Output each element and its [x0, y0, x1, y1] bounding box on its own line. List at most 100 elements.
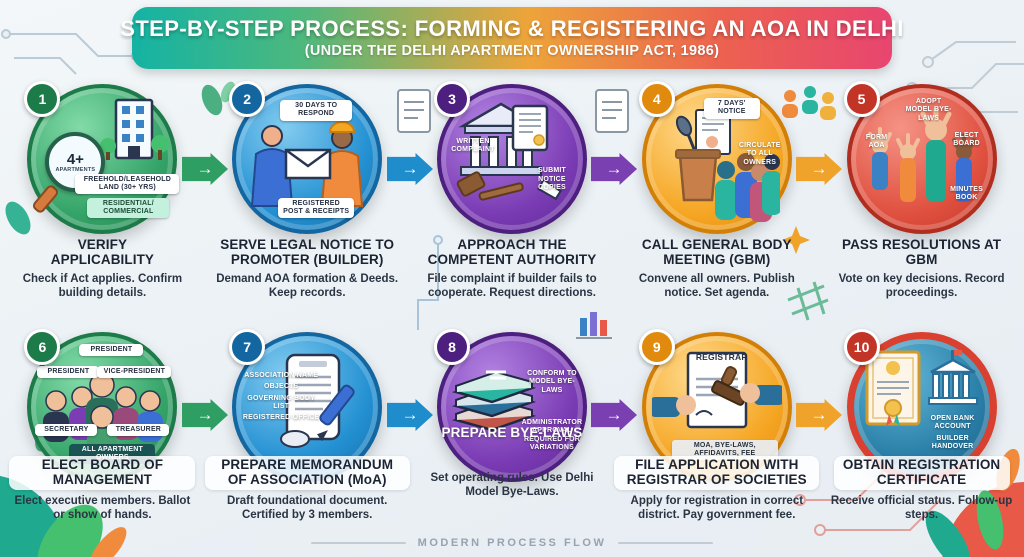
step-10-label-bank: OPEN BANK ACCOUNT	[930, 415, 975, 431]
page-title: STEP-BY-STEP PROCESS: FORMING & REGISTER…	[120, 15, 904, 41]
step-4: 4 7 DAYS' NOTICE	[614, 81, 819, 300]
step-7-label-governing: GOVERNING BODY LIST	[247, 394, 316, 410]
step-5-label-form-aoa: FORM AOA	[865, 134, 888, 150]
footer: MODERN PROCESS FLOW	[0, 537, 1024, 549]
step-3-title: APPROACH THE COMPETENT AUTHORITY	[427, 237, 597, 267]
steps-row-2: 6 PRESIDENT PRESIDENT VICE-PRESIDENT SEC…	[0, 329, 1024, 522]
step-2-title: SERVE LEGAL NOTICE TO PROMOTER (BUILDER)	[220, 237, 395, 267]
step-10-number-badge: 10	[843, 329, 880, 365]
circuit-lines-green-hash	[787, 281, 829, 321]
step-10: 10	[819, 329, 1024, 522]
step-5-label-elect: ELECT BOARD	[953, 132, 980, 148]
step-4-number-badge: 4	[638, 81, 675, 117]
arrow-icon: →	[401, 405, 419, 424]
step-2-label-respond: 30 DAYS TO RESPOND	[280, 100, 353, 121]
step-6: 6 PRESIDENT PRESIDENT VICE-PRESIDENT SEC…	[0, 329, 205, 522]
step-4-description: Convene all owners. Publish notice. Set …	[638, 272, 795, 299]
step-1-description: Check if Act applies. Confirm building d…	[22, 272, 183, 299]
step-6-label-secretary: SECRETARY	[35, 423, 98, 436]
step-3-number-badge: 3	[433, 81, 470, 117]
step-4-label-circulate: CIRCULATE TO ALL OWNERS	[738, 142, 781, 166]
arrow-icon: →	[810, 405, 828, 424]
step-9-description: Apply for registration in correct distri…	[630, 494, 804, 521]
step-8: 8 CONFORM TO MODEL BYE-LAWS ADMINISTRATO…	[410, 329, 615, 522]
step-7-description: Draft foundational document. Certified b…	[227, 494, 388, 521]
step-1-label-residential: RESIDENTIAL/ COMMERCIAL	[87, 197, 170, 218]
certificate-bank-icon	[865, 349, 978, 426]
bar-chart-icon	[576, 312, 612, 339]
header-banner: STEP-BY-STEP PROCESS: FORMING & REGISTER…	[120, 7, 903, 69]
step-5-description: Vote on key decisions. Record proceeding…	[838, 272, 1005, 299]
circuit-lines-mid-left	[417, 235, 443, 330]
notice-handover-icon	[251, 120, 364, 207]
stamp-application-icon	[651, 352, 782, 429]
step-6-number-badge: 6	[24, 329, 61, 365]
step-9-label-registrar: REGISTRAR	[695, 352, 748, 362]
step-9-number-badge: 9	[638, 329, 675, 365]
step-7: 7 ASSOCIATION NAME OBJECTS GOVE	[204, 329, 410, 522]
step-6-label-president: PRESIDENT	[37, 366, 100, 379]
step-8-title: PREPARE BYE-LAWS	[441, 425, 583, 440]
step-10-description: Receive official status. Follow-up steps…	[830, 494, 1013, 521]
arrow-icon: →	[196, 159, 214, 178]
step-9: 9 REGISTRAR MOA, BYE-LAWS, AFFIDAVITS, F…	[614, 329, 820, 522]
step-10-label-handover: BUILDER HANDOVER	[931, 434, 974, 450]
step-6-label-treasurer: TREASURER	[107, 423, 170, 436]
step-5-title: PASS RESOLUTIONS AT GBM	[841, 237, 1002, 267]
step-3: 3	[410, 81, 615, 300]
step-1-title: VERIFY APPLICABILITY	[50, 237, 155, 267]
step-1-number-badge: 1	[24, 81, 61, 117]
step-9-circle: REGISTRAR MOA, BYE-LAWS, AFFIDAVITS, FEE	[641, 332, 792, 482]
apartments-count: 4+	[66, 150, 84, 168]
step-7-title: PREPARE MEMORANDUM OF ASSOCIATION (MoA)	[204, 456, 410, 490]
step-7-label-name: ASSOCIATION NAME	[244, 372, 319, 379]
arrow-icon: →	[196, 405, 214, 424]
step-8-label-conform: CONFORM TO MODEL BYE-LAWS	[527, 370, 577, 394]
footer-divider-right	[618, 542, 714, 544]
step-6-label-vice-president: VICE-PRESIDENT	[97, 366, 172, 379]
step-6-label-president-top: PRESIDENT	[79, 344, 144, 357]
steps-row-1: 1 4+ APARTMENTS	[0, 81, 1024, 300]
footer-label: MODERN PROCESS FLOW	[417, 537, 607, 549]
apartments-caption: APARTMENTS	[55, 166, 96, 173]
leaf-blob-bottom-left	[0, 475, 127, 557]
step-2-description: Demand AOA formation & Deeds. Keep recor…	[216, 272, 399, 299]
document-icon-top-1	[397, 89, 431, 133]
page-subtitle: (UNDER THE DELHI APARTMENT OWNERSHIP ACT…	[304, 43, 720, 60]
arrow-icon: →	[810, 159, 828, 178]
step-5-label-minutes: MINUTES BOOK	[950, 185, 984, 201]
step-7-label-stack: ASSOCIATION NAME OBJECTS GOVERNING BODY …	[242, 372, 320, 422]
step-2: 2 30 DAYS TO RESPOND REGISTERED POST & R…	[205, 81, 410, 300]
arrow-icon: →	[401, 159, 419, 178]
step-2-circle: 30 DAYS TO RESPOND REGISTERED POST & REC…	[232, 84, 383, 234]
step-2-label-post: REGISTERED POST & RECEIPTS	[278, 197, 355, 218]
step-3-label-copies: SUBMIT NOTICE COPIES	[537, 167, 566, 191]
step-1: 1 4+ APARTMENTS	[0, 81, 205, 300]
courthouse-gavel-icon	[456, 102, 563, 201]
step-8-description: Set operating rules. Use Delhi Model Bye…	[430, 471, 594, 498]
step-8-circle: CONFORM TO MODEL BYE-LAWS ADMINISTRATOR …	[436, 332, 587, 482]
step-5-label-adopt: ADOPT MODEL BYE-LAWS	[905, 98, 952, 122]
step-2-number-badge: 2	[229, 81, 266, 117]
step-1-label-freehold: FREEHOLD/LEASEHOLD LAND (30+ YRS)	[75, 173, 180, 194]
step-8-label-approval: ADMINISTRATOR APPROVAL REQUIRED FOR VARI…	[521, 419, 583, 451]
raised-hands-icon	[867, 107, 976, 202]
step-6-title: ELECT BOARD OF MANAGEMENT	[9, 456, 196, 490]
document-icon-top-2	[595, 89, 629, 133]
people-icon-top	[782, 86, 836, 120]
step-9-title: FILE APPLICATION WITH REGISTRAR OF SOCIE…	[614, 456, 820, 490]
step-7-label-objects: OBJECTS	[263, 383, 299, 391]
arrow-icon: →	[605, 159, 623, 178]
step-5: 5 FORM AOA ADOPT MODEL BYE-LAWS ELE	[819, 81, 1024, 300]
magnifier-building-icon	[99, 99, 169, 161]
step-7-number-badge: 7	[229, 329, 266, 365]
footer-divider-left	[310, 542, 406, 544]
step-7-label-office: REGISTERED OFFICE	[242, 414, 320, 421]
step-6-description: Elect executive members. Ballot or show …	[14, 494, 191, 521]
podium-meeting-icon	[674, 108, 780, 222]
step-4-title: CALL GENERAL BODY MEETING (GBM)	[641, 237, 792, 267]
step-9-label-docs: MOA, BYE-LAWS, AFFIDAVITS, FEE	[671, 439, 778, 460]
step-3-description: File complaint if builder fails to coope…	[427, 272, 597, 299]
bye-laws-books-icon	[451, 370, 536, 432]
